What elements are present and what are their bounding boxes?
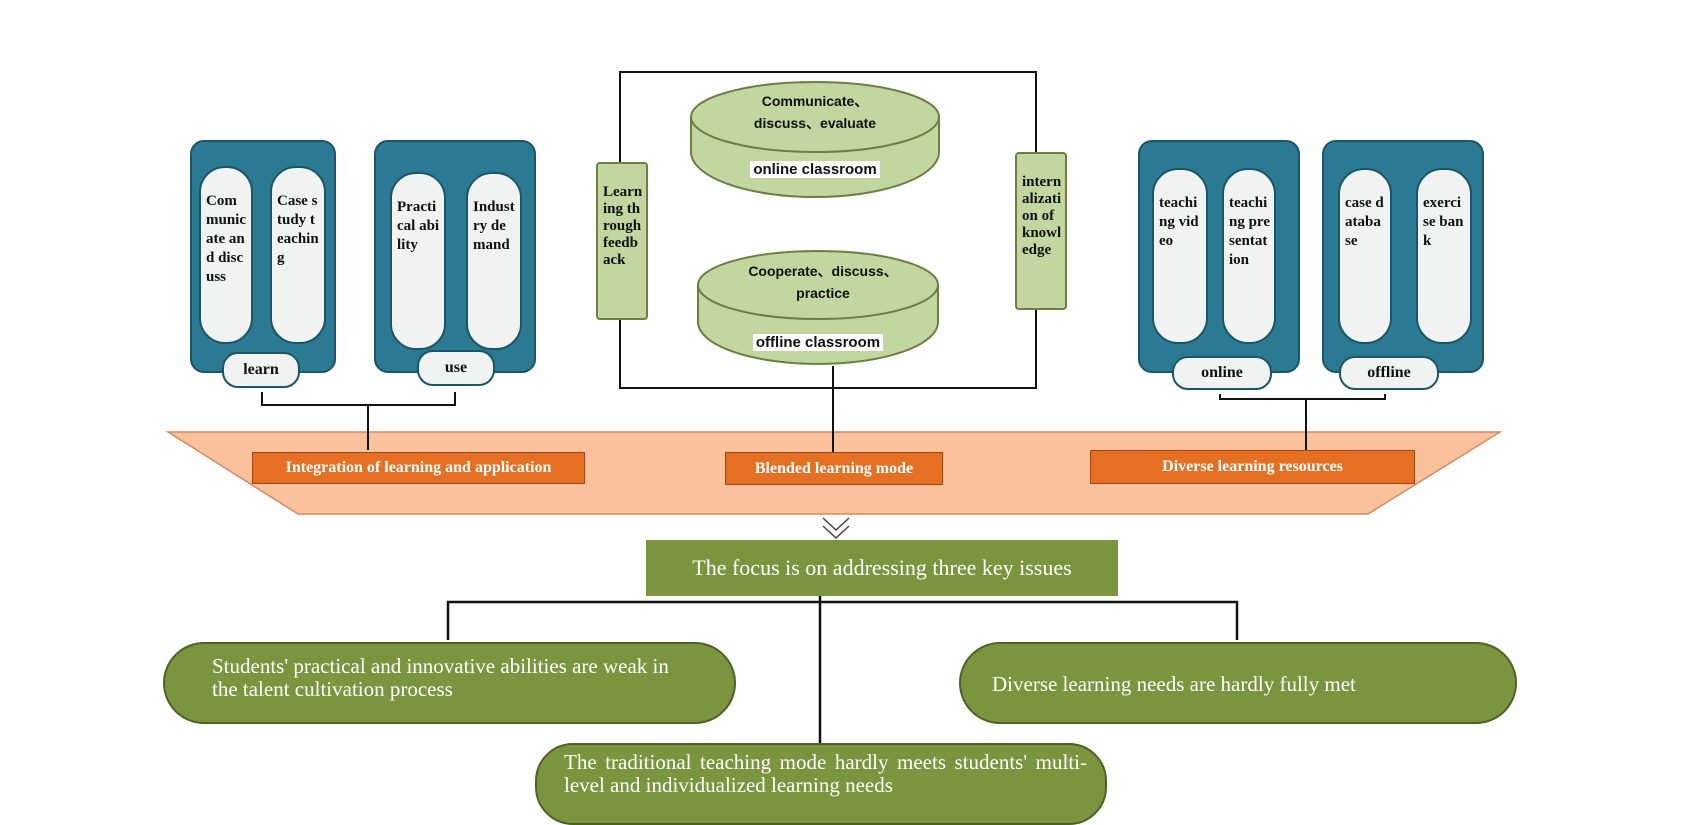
issue-traditional-mode: The traditional teaching mode hardly mee…	[535, 743, 1107, 825]
offline-tag: offline	[1339, 356, 1439, 390]
learn-use-connector	[261, 392, 456, 450]
integration-label: Integration of learning and application	[252, 452, 585, 484]
issues-connector	[446, 596, 1239, 746]
down-chevron-icon	[822, 517, 850, 540]
online-classroom-label: online classroom	[750, 161, 880, 178]
online-label-wrap: online classroom	[690, 160, 940, 180]
offline-classroom-label: offline classroom	[752, 334, 884, 351]
online-pill-presentation: teaching presentation	[1222, 168, 1276, 344]
focus-box: The focus is on addressing three key iss…	[646, 540, 1118, 596]
use-pill-practical: Practical ability	[390, 172, 446, 350]
offline-pill-exercise-bank: exercise bank	[1416, 168, 1472, 344]
issue-practical-abilities: Students' practical and innovative abili…	[163, 642, 736, 724]
use-pill-industry: Industry demand	[466, 172, 522, 350]
blended-mode-label: Blended learning mode	[725, 452, 943, 485]
use-tag: use	[417, 350, 495, 386]
learning-feedback-card: Learning through feedback	[596, 162, 648, 320]
learn-tag: learn	[222, 352, 300, 388]
learn-pill-case-study: Case study teaching	[270, 166, 326, 344]
offline-cylinder-text: Cooperate、discuss、practice	[748, 263, 898, 301]
online-pill-video: teaching video	[1152, 168, 1208, 344]
learn-pill-communicate: Communicate and discuss	[199, 166, 253, 344]
issue-diverse-needs: Diverse learning needs are hardly fully …	[959, 642, 1517, 724]
online-tag: online	[1172, 356, 1272, 390]
offline-label-wrap: offline classroom	[698, 333, 938, 353]
online-offline-connector	[1219, 394, 1386, 450]
internalization-card: internalization of knowledge	[1015, 152, 1067, 310]
offline-pill-case-database: case database	[1338, 168, 1392, 344]
online-cylinder-text: Communicate、discuss、evaluate	[753, 93, 877, 131]
diverse-resources-label: Diverse learning resources	[1090, 450, 1415, 484]
